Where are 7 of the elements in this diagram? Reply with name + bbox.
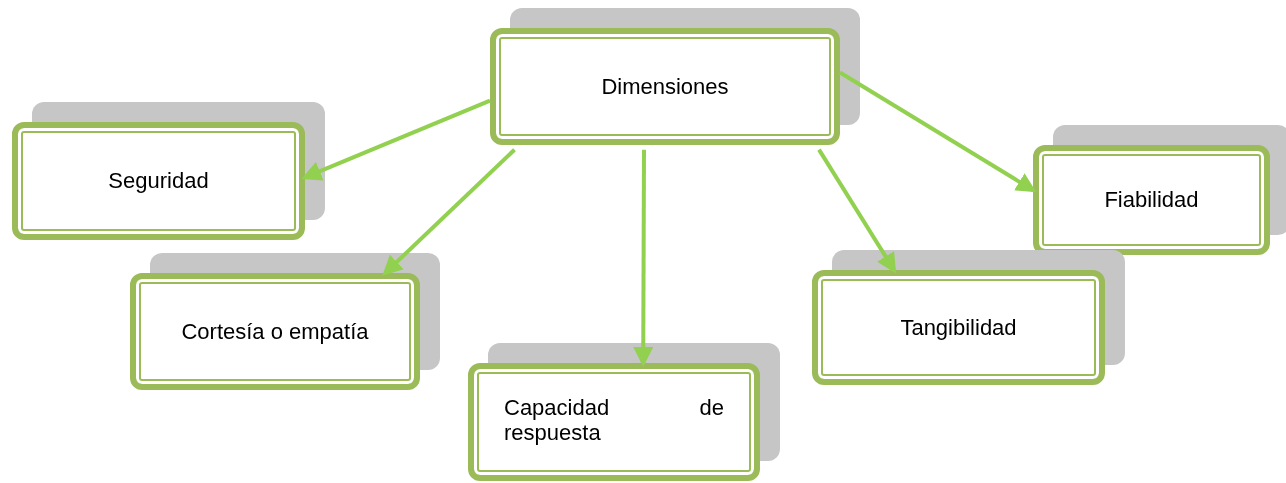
node-label: Seguridad [108,168,209,194]
node-label: Tangibilidad [900,314,1017,341]
node-label: Capacidad de respuesta [504,395,724,446]
node-label: Fiabilidad [1104,187,1199,213]
node-label: Cortesía o empatía [181,318,369,345]
arrow [382,148,516,276]
node-label: Dimensiones [601,73,729,100]
